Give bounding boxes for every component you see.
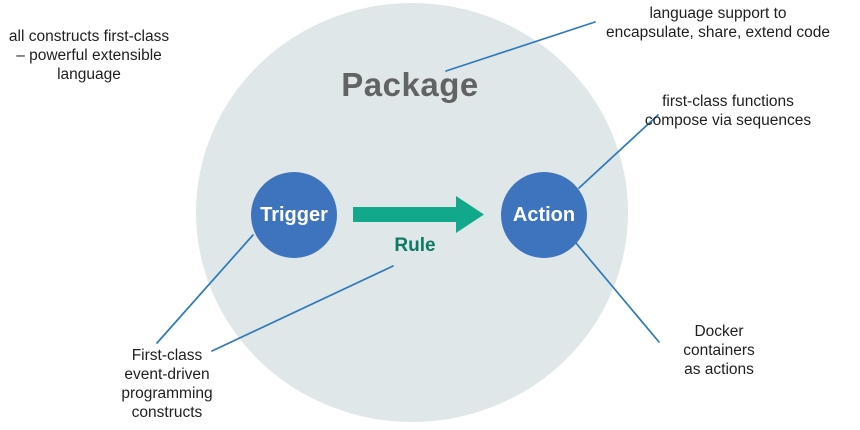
trigger-node: Trigger (251, 172, 337, 258)
annotation-line: all constructs first-class (8, 28, 170, 45)
annotation-docker-containers: Docker containers as actions (649, 322, 789, 379)
annotation-line: containers (683, 342, 755, 359)
annotation-extensible-language: all constructs first-class – powerful ex… (0, 27, 178, 84)
action-label: Action (512, 203, 576, 226)
trigger-label: Trigger (260, 203, 328, 226)
annotation-line: – powerful extensible (16, 47, 162, 64)
annotation-line: compose via sequences (644, 112, 812, 129)
annotation-package-support: language support to encapsulate, share, … (593, 4, 843, 42)
action-node: Action (501, 172, 587, 258)
annotation-line: programming (121, 385, 213, 402)
annotation-line: as actions (684, 361, 754, 378)
annotation-line: first-class functions (662, 93, 794, 110)
package-title: Package (341, 66, 479, 103)
annotation-line: encapsulate, share, extend code (605, 24, 831, 41)
annotation-line: event-driven (124, 366, 210, 383)
annotation-line: constructs (131, 404, 203, 421)
annotation-line: Docker (694, 323, 744, 340)
annotation-line: language (57, 66, 121, 83)
annotation-compose-sequences: first-class functions compose via sequen… (603, 92, 853, 130)
rule-label: Rule (394, 235, 436, 256)
annotation-event-driven: First-class event-driven programming con… (77, 346, 257, 422)
annotation-line: First-class (131, 347, 203, 364)
annotation-line: language support to (649, 5, 787, 22)
